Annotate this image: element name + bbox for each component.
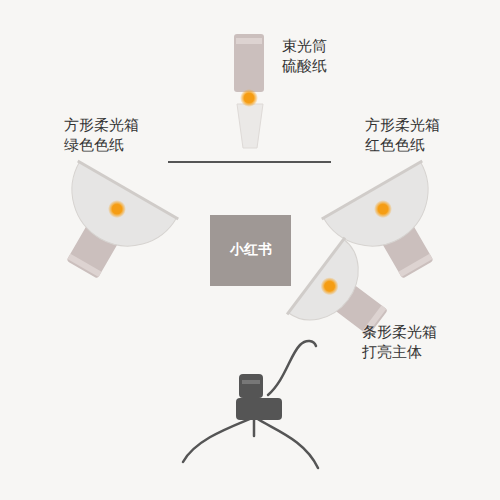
light-label: 方形柔光箱 红色色纸 xyxy=(365,115,446,156)
snoot-light xyxy=(234,34,264,148)
subject-block xyxy=(210,215,291,286)
watermark: 小红书 xyxy=(210,240,291,259)
camera-tripod xyxy=(183,341,318,468)
backdrop-line xyxy=(168,161,331,163)
light-label: 方形柔光箱 绿色色纸 xyxy=(64,115,145,156)
light-label: 束光筒 硫酸纸 xyxy=(282,36,333,77)
square-softbox-left xyxy=(32,161,178,299)
light-label: 条形柔光箱 打亮主体 xyxy=(362,322,443,363)
